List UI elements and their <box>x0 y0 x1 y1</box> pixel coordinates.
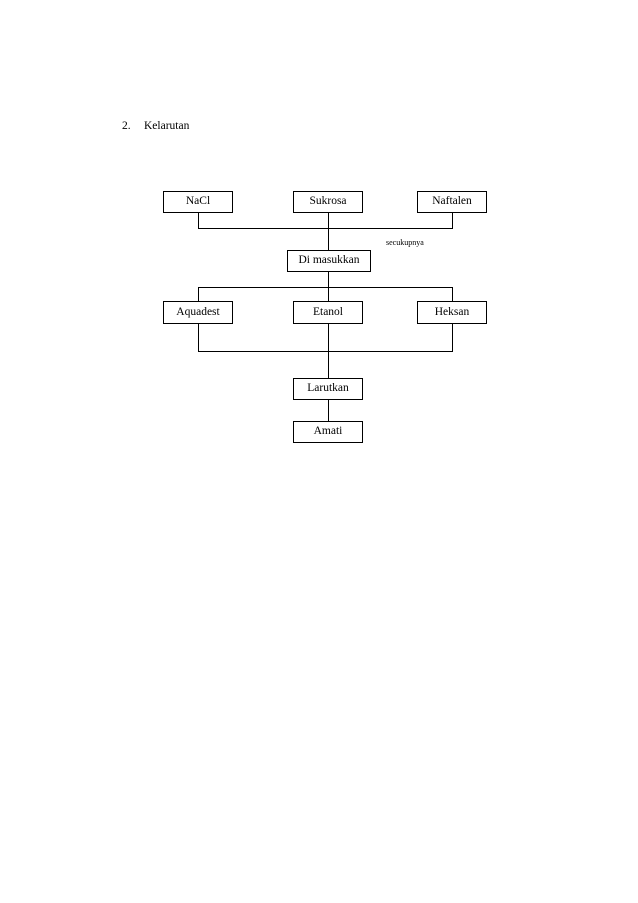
connector-nacl-down <box>198 213 199 228</box>
flow-node-etanol[interactable]: Etanol <box>293 301 363 324</box>
flow-node-label: Heksan <box>434 305 470 318</box>
flow-node-aquadest[interactable]: Aquadest <box>163 301 233 324</box>
flow-node-label: Aquadest <box>176 305 220 318</box>
connector-larutkan-to-amati <box>328 400 329 421</box>
flow-node-label: Amati <box>313 425 343 438</box>
connector-merge-bar-top <box>198 228 453 229</box>
annotation-secukupnya: secukupnya <box>386 238 424 247</box>
flow-node-larutkan[interactable]: Larutkan <box>293 378 363 400</box>
flow-node-naftalen[interactable]: Naftalen <box>417 191 487 213</box>
flow-node-nacl[interactable]: NaCl <box>163 191 233 213</box>
flow-node-label: Di masukkan <box>298 254 360 267</box>
connector-merge-to-larutkan <box>328 351 329 378</box>
flow-node-label: Larutkan <box>307 382 349 395</box>
flow-node-label: Naftalen <box>432 195 472 208</box>
section-number: 2. <box>122 120 131 132</box>
flow-node-di-masukkan[interactable]: Di masukkan <box>287 250 371 272</box>
connector-sukrosa-down <box>328 213 329 228</box>
flow-node-label: Etanol <box>312 305 344 318</box>
section-heading: 2. Kelarutan <box>122 119 189 133</box>
connector-split-bar-solvents <box>198 287 453 288</box>
connector-merge-bar-bottom <box>198 351 453 352</box>
flow-node-amati[interactable]: Amati <box>293 421 363 443</box>
flow-node-label: Sukrosa <box>309 195 347 208</box>
flow-node-label: NaCl <box>185 195 211 208</box>
section-title: Kelarutan <box>144 120 190 132</box>
connector-merge-to-dimasukkan <box>328 228 329 250</box>
connector-dimasukkan-down <box>328 272 329 287</box>
flow-node-sukrosa[interactable]: Sukrosa <box>293 191 363 213</box>
flow-node-heksan[interactable]: Heksan <box>417 301 487 324</box>
connector-naftalen-down <box>452 213 453 228</box>
